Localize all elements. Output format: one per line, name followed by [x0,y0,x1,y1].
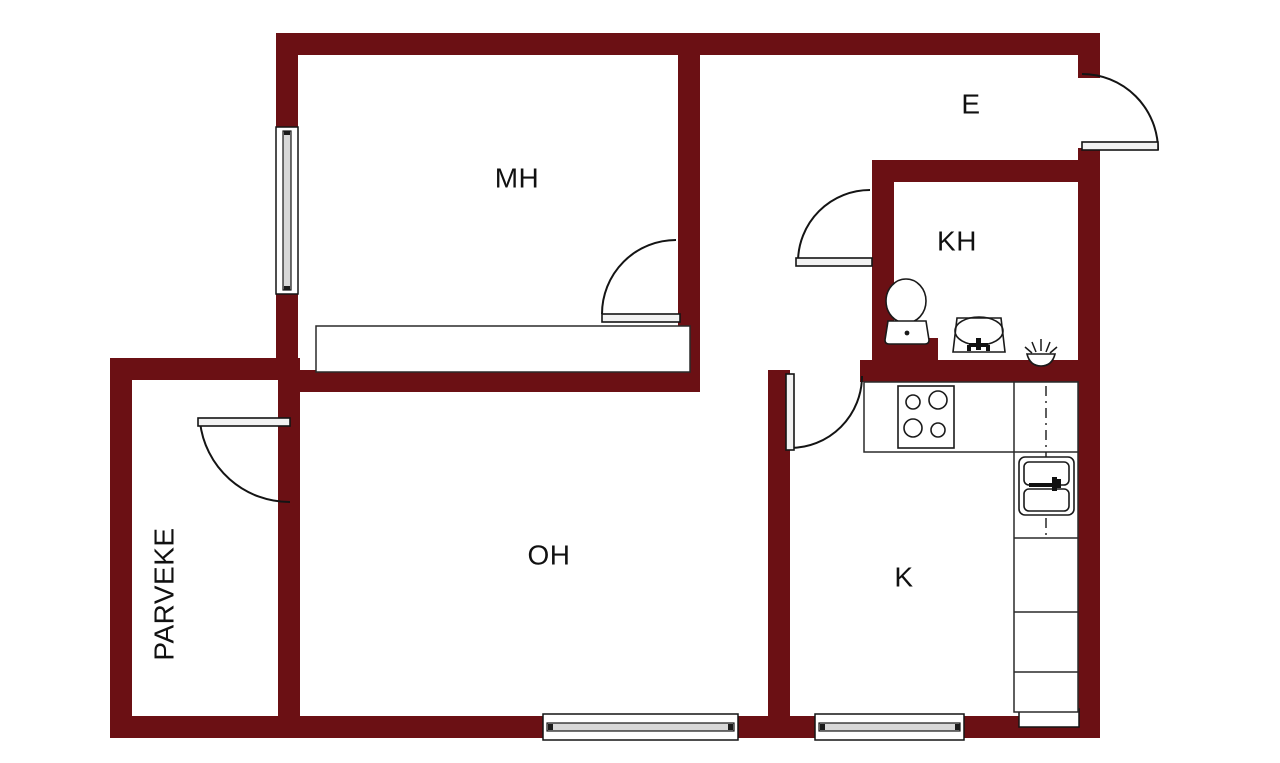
window-living-stop-right [728,724,733,730]
wall-hall-bathroom-top-overlay [872,160,1078,182]
room-labels: MH E KH OH K PARVEKE [148,88,980,660]
floor-drain-bowl [1025,353,1057,367]
window-living-room-south [542,713,739,741]
wall-balcony-bottom-overlay [110,716,300,738]
windows [275,126,1080,741]
cooktop-4-burner [897,385,955,449]
window-kitchen-south [814,713,965,741]
room-label-e: E [961,88,980,119]
wall-bedroom-living-divider-overlay [298,370,690,392]
bathroom-door [795,189,873,267]
window-bedroom-west-stop-bottom [284,286,290,290]
kitchen-sink-handle [1057,479,1061,488]
window-kitchen-pane [818,722,961,732]
bathroom-door-swing-arc [797,189,871,263]
entrance-door [1081,73,1159,151]
window-living-pane [546,722,735,732]
cooktop-burner-tl [905,394,921,410]
bathroom-fixtures [884,278,1058,367]
wall-bathroom-bottom-overlay [860,360,1078,382]
doors [197,73,1159,504]
room-interior-hall-lower [700,182,872,370]
wall-right-upper-a-overlay [1078,33,1100,78]
wash-basin-faucet-spout [969,343,988,347]
room-label-mh: MH [495,162,540,193]
balcony-door-leaf [197,417,291,427]
floor-drain [1024,339,1058,367]
room-label-parveke: PARVEKE [148,527,179,660]
double-kitchen-sink [1018,456,1075,516]
wash-basin-handle-right [986,345,990,351]
wall-bedroom-hall-divider-overlay [678,33,700,392]
wall-bathroom-left-upper-overlay [872,160,894,272]
room-label-oh: OH [528,539,571,570]
toilet-flush-button [904,330,910,336]
room-interior-balcony [132,380,278,716]
balcony-door-swing-arc [199,421,291,504]
room-label-kh: KH [937,225,977,256]
floor-drain-rays [1024,339,1058,354]
window-bedroom-west-pane [282,130,292,291]
cooktop-burner-tr [928,390,948,410]
wardrobe-body [315,325,691,373]
kitchen-fixtures [863,381,1079,713]
wall-right-exterior-overlay [1078,148,1100,738]
room-interior-hall [700,55,1078,160]
cooktop-body [897,385,955,449]
wardrobe-closet-strip [315,325,691,373]
kitchen-door [785,373,863,451]
room-interior-living [300,392,768,716]
bedroom-door [601,239,681,323]
toilet-bowl [885,278,927,324]
cooktop-burner-bl [903,418,923,438]
wall-living-kitchen-divider-overlay [768,370,790,718]
window-kitchen-stop-right [955,724,960,730]
wall-top-exterior-overlay [276,33,1100,55]
kitchen-sink-bowl-bottom [1023,488,1070,512]
kitchen-sink-faucet-stem [1052,477,1057,491]
room-label-k: K [894,561,913,592]
wall-balcony-living-divider-overlay [278,380,300,718]
bathroom-door-leaf [795,257,873,267]
kitchen-sink-bowl-top [1023,461,1070,486]
window-living-stop-left [548,724,553,730]
wall-balcony-left-overlay [110,358,132,738]
kitchen-door-swing-arc [789,375,863,449]
kitchen-sink-faucet-spout [1029,483,1055,487]
window-kitchen-stop-left [820,724,825,730]
entrance-door-swing-arc [1081,73,1159,151]
cooktop-burner-br [930,422,946,438]
room-interiors [132,55,1078,716]
entrance-door-leaf [1081,141,1159,151]
bedroom-door-swing-arc [601,239,677,315]
wash-basin [952,316,1006,353]
window-bedroom-west-stop-top [284,131,290,135]
bedroom-door-leaf [601,313,681,323]
toilet-wc [884,278,930,345]
kitchen-door-leaf [785,373,795,451]
room-interior-bathroom [894,182,1078,338]
window-bedroom-west [275,126,299,295]
balcony-door [197,417,291,504]
wash-basin-handle-left [967,345,971,351]
wall-balcony-top-overlay [110,358,300,380]
